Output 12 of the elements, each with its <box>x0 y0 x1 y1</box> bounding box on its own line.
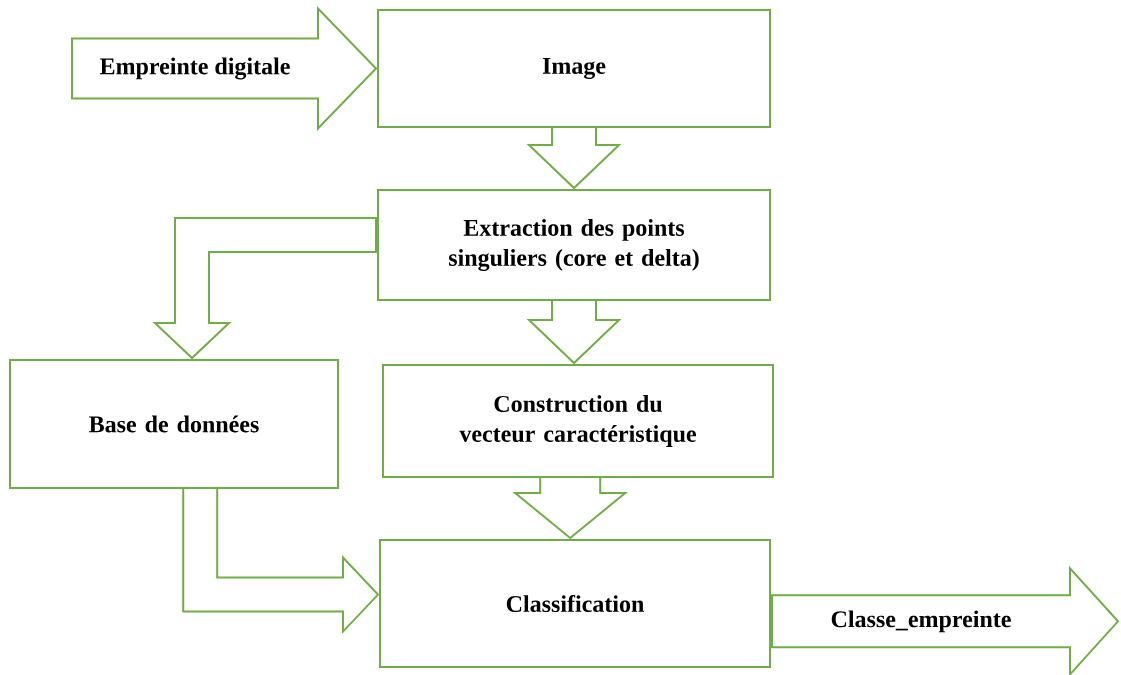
block-arrow <box>152 217 377 360</box>
block-arrow <box>512 476 628 540</box>
process-box: Base de données <box>9 359 339 489</box>
edge-label: Classe_empreinte <box>829 609 1013 634</box>
process-box: Image <box>377 9 771 128</box>
process-box: Construction du vecteur caractéristique <box>382 364 774 478</box>
process-box: Classification <box>379 539 771 668</box>
block-arrow <box>526 126 622 190</box>
block-arrow <box>526 299 622 365</box>
edge-label: Empreinte digitale <box>98 56 292 81</box>
process-box: Extraction des points singuliers (core et delta) <box>377 189 771 301</box>
block-arrow <box>182 487 380 635</box>
